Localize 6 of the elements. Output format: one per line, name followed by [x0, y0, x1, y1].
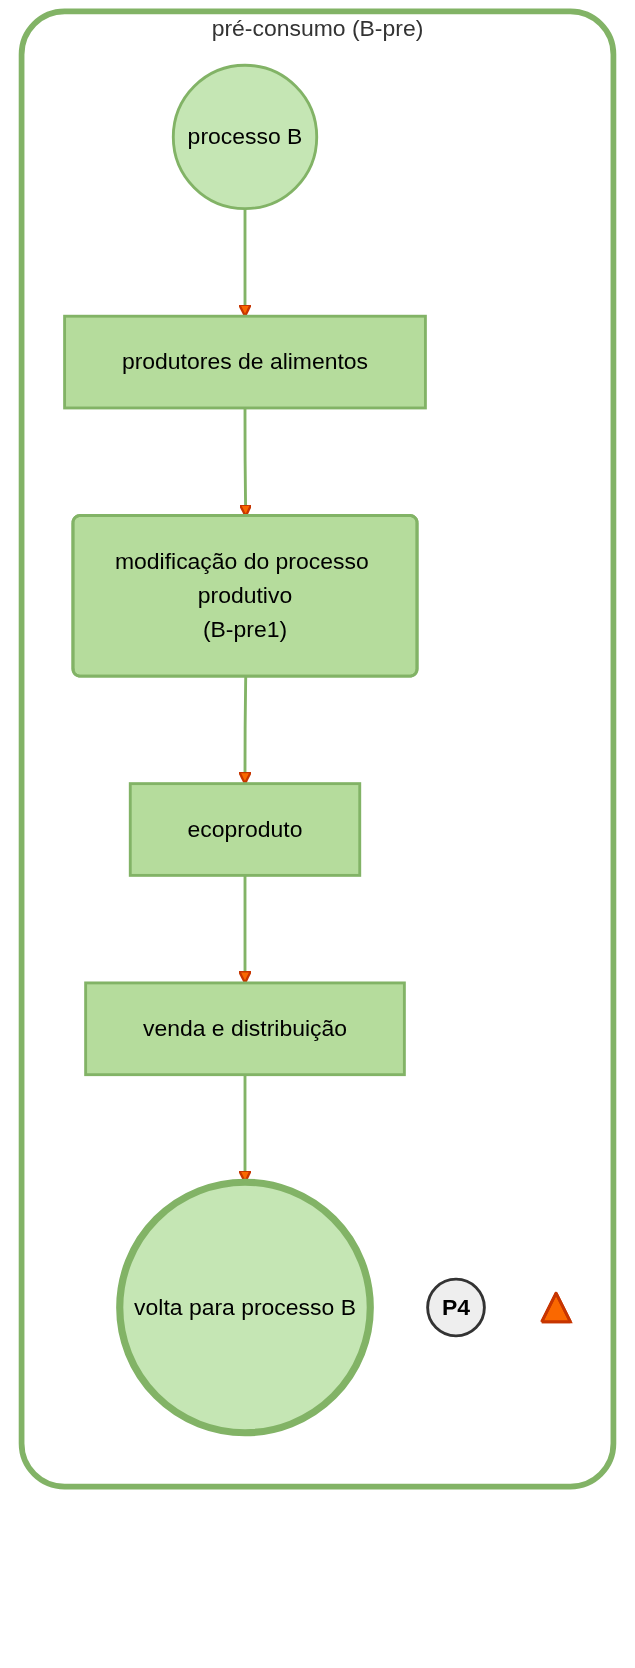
node-box: venda e distribuição [84, 981, 406, 1077]
node-circle: P4 [426, 1277, 486, 1338]
node-circle: volta para processo B [116, 1178, 374, 1437]
node-box: ecoproduto [128, 782, 362, 877]
node-box: produtores de alimentos [63, 314, 427, 410]
node-circle: processo B [171, 63, 319, 211]
